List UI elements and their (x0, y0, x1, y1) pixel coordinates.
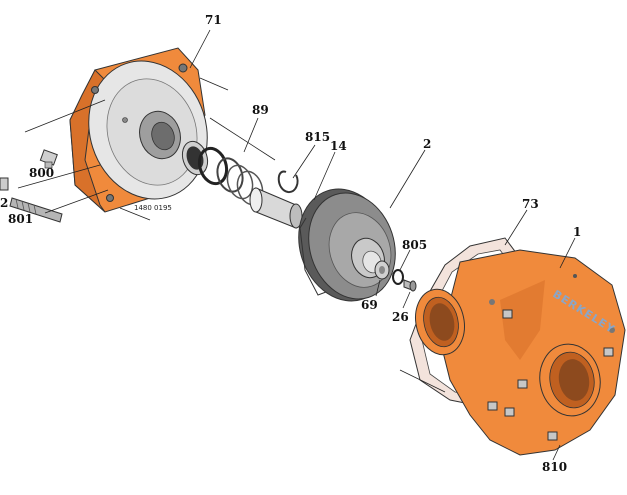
washer-part-805 (392, 269, 404, 285)
callout-71: 71 (205, 13, 222, 27)
bolt-part-800 (39, 149, 58, 169)
callout-1: 1 (573, 225, 581, 239)
callout-2-left: 2 (0, 196, 8, 210)
callout-69: 69 (361, 298, 378, 312)
shaft-sleeve-part-14 (249, 187, 303, 229)
callout-805: 805 (402, 238, 427, 252)
pump-casing-part-1: BERKELEY (415, 249, 626, 456)
callout-801: 801 (8, 212, 33, 226)
callout-26: 26 (392, 310, 409, 324)
callout-2: 2 (423, 137, 431, 151)
retaining-ring-part-815 (277, 170, 299, 194)
leader-lines (17, 29, 576, 461)
callout-89: 89 (252, 103, 269, 117)
nut-part-2-left (0, 177, 9, 191)
callout-73: 73 (522, 197, 539, 211)
impeller-nut-part-69 (374, 260, 390, 280)
callout-810: 810 (542, 460, 567, 474)
stud-part-801 (9, 197, 63, 223)
impeller-part-2 (298, 188, 396, 302)
callout-815: 815 (305, 130, 330, 144)
callout-14: 14 (330, 139, 347, 153)
bracket-part-71 (69, 47, 208, 213)
seal-assembly-part-89 (181, 140, 264, 206)
screw-part-26 (403, 279, 417, 292)
drawing-number: 1480 0195 (134, 204, 172, 212)
callout-800: 800 (29, 166, 54, 180)
